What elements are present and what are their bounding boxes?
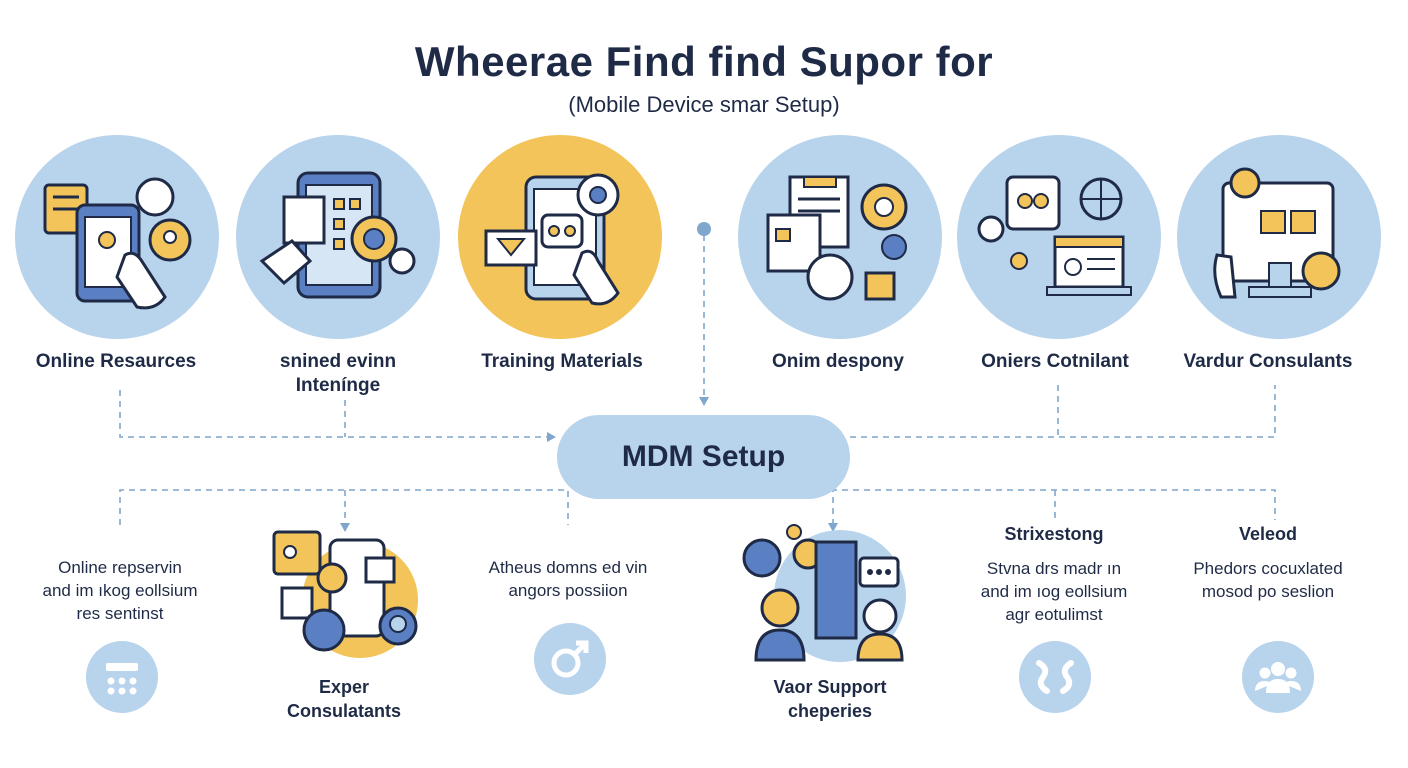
desc-communities: Atheus domns ed vin angors possiion [488, 558, 648, 600]
label-online-consultant: Oniers Cotnilant [981, 351, 1129, 372]
title-strategy: Strixestong [1004, 524, 1104, 544]
phone-training-icon [458, 135, 662, 339]
desc-strategy: Stvna drs madr ın and im ıog eollsium ag… [980, 559, 1128, 624]
label-training-interfaces: snined evinn Intenínge [279, 351, 397, 396]
label-vendor-consultants: Vardur Consulants [1183, 351, 1353, 372]
desc-vendor: Phedors cocuxlated mosod po seslion [1193, 559, 1343, 601]
title-vendor: Veleod [1238, 524, 1298, 544]
label-online-company: Onim despony [772, 351, 904, 372]
link-icon [534, 623, 606, 695]
title-vendor-support: Vaor Support cheperies [773, 677, 887, 721]
page-title: Wheerae Find find Supor for [414, 38, 994, 85]
desc-online-resources: Online repservin and im ıkog eollsium re… [42, 558, 198, 623]
tablet-chat-icon [15, 135, 219, 339]
mdm-setup-hub: MDM Setup [557, 415, 850, 499]
monitor-support-icon [1177, 135, 1381, 339]
documents-gear-icon [738, 135, 942, 339]
group-icon [1242, 641, 1314, 713]
phone-chat-icon [272, 530, 418, 658]
calculator-icon [86, 641, 158, 713]
support-team-icon [742, 524, 906, 662]
laptop-globe-icon [957, 135, 1161, 339]
label-training-materials: Training Materials [481, 351, 643, 372]
handshake-icon [1019, 641, 1091, 713]
label-online-resources: Online Resaurces [35, 351, 197, 372]
title-expert-consultants: Exper Consulatants [286, 677, 401, 721]
page-subtitle: (Mobile Device smar Setup) [568, 92, 840, 117]
tablet-gear-icon [236, 135, 440, 339]
